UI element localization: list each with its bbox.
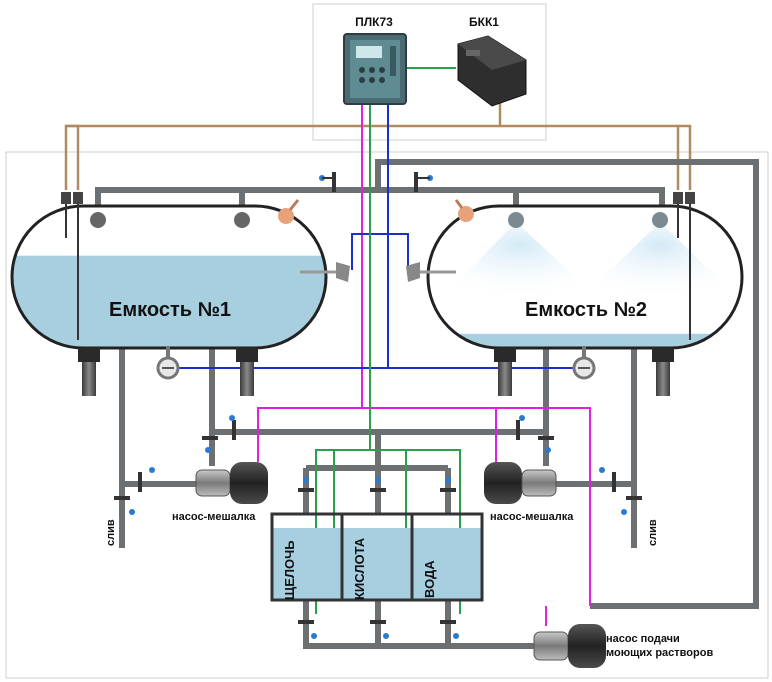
valve-icon[interactable] xyxy=(621,496,642,515)
gauge-icon xyxy=(156,346,180,380)
valve-icon[interactable] xyxy=(229,415,236,440)
tank-1-label: Емкость №1 xyxy=(109,299,231,321)
supply-pump-label-line2: моющих растворов xyxy=(606,647,713,659)
drain-left-label: слив xyxy=(105,519,117,546)
tank-2: Емкость №2 xyxy=(406,192,744,396)
valve-icon[interactable] xyxy=(599,467,616,492)
tank-2-label: Емкость №2 xyxy=(525,299,647,321)
bkk-device[interactable]: БКК1 xyxy=(457,15,527,107)
valve-icon[interactable] xyxy=(298,477,314,492)
mixer-pump-right[interactable] xyxy=(484,462,557,504)
valve-icon[interactable] xyxy=(114,496,135,515)
mixer-pump-right-label: насос-мешалка xyxy=(490,511,574,523)
valve-icon[interactable] xyxy=(298,620,317,639)
bkk-label: БКК1 xyxy=(469,15,499,29)
mixer-pump-left-label: насос-мешалка xyxy=(172,511,256,523)
water-container-label: ВОДА xyxy=(422,560,437,598)
valve-icon[interactable] xyxy=(414,172,433,192)
magenta-cable xyxy=(257,100,591,626)
supply-pump[interactable] xyxy=(533,624,606,668)
tank-1-liquid xyxy=(12,255,326,348)
tank-2-liquid xyxy=(428,333,742,348)
plc-device[interactable]: ПЛК73 xyxy=(343,15,407,105)
plc-label: ПЛК73 xyxy=(355,15,393,29)
valves xyxy=(114,172,642,639)
valve-icon[interactable] xyxy=(516,415,525,440)
valve-icon[interactable] xyxy=(138,467,155,492)
mixer-pump-left[interactable] xyxy=(195,462,268,504)
valve-icon[interactable] xyxy=(538,436,554,453)
chemical-containers: ЩЕЛОЧЬ КИСЛОТА ВОДА xyxy=(270,512,484,602)
valve-icon[interactable] xyxy=(319,172,336,192)
valve-icon[interactable] xyxy=(202,436,218,453)
valve-icon[interactable] xyxy=(440,477,456,492)
supply-pump-label-line1: насос подачи xyxy=(606,633,680,645)
drain-right-label: слив xyxy=(647,519,659,546)
valve-icon[interactable] xyxy=(370,477,386,492)
acid-container-label: КИСЛОТА xyxy=(352,537,367,600)
tank-1: Емкость №1 xyxy=(10,192,350,396)
valve-icon[interactable] xyxy=(440,620,459,639)
alkali-container-label: ЩЕЛОЧЬ xyxy=(282,540,297,600)
brown-cable xyxy=(64,100,692,190)
gauge-icon xyxy=(572,346,596,380)
valve-icon[interactable] xyxy=(370,620,389,639)
